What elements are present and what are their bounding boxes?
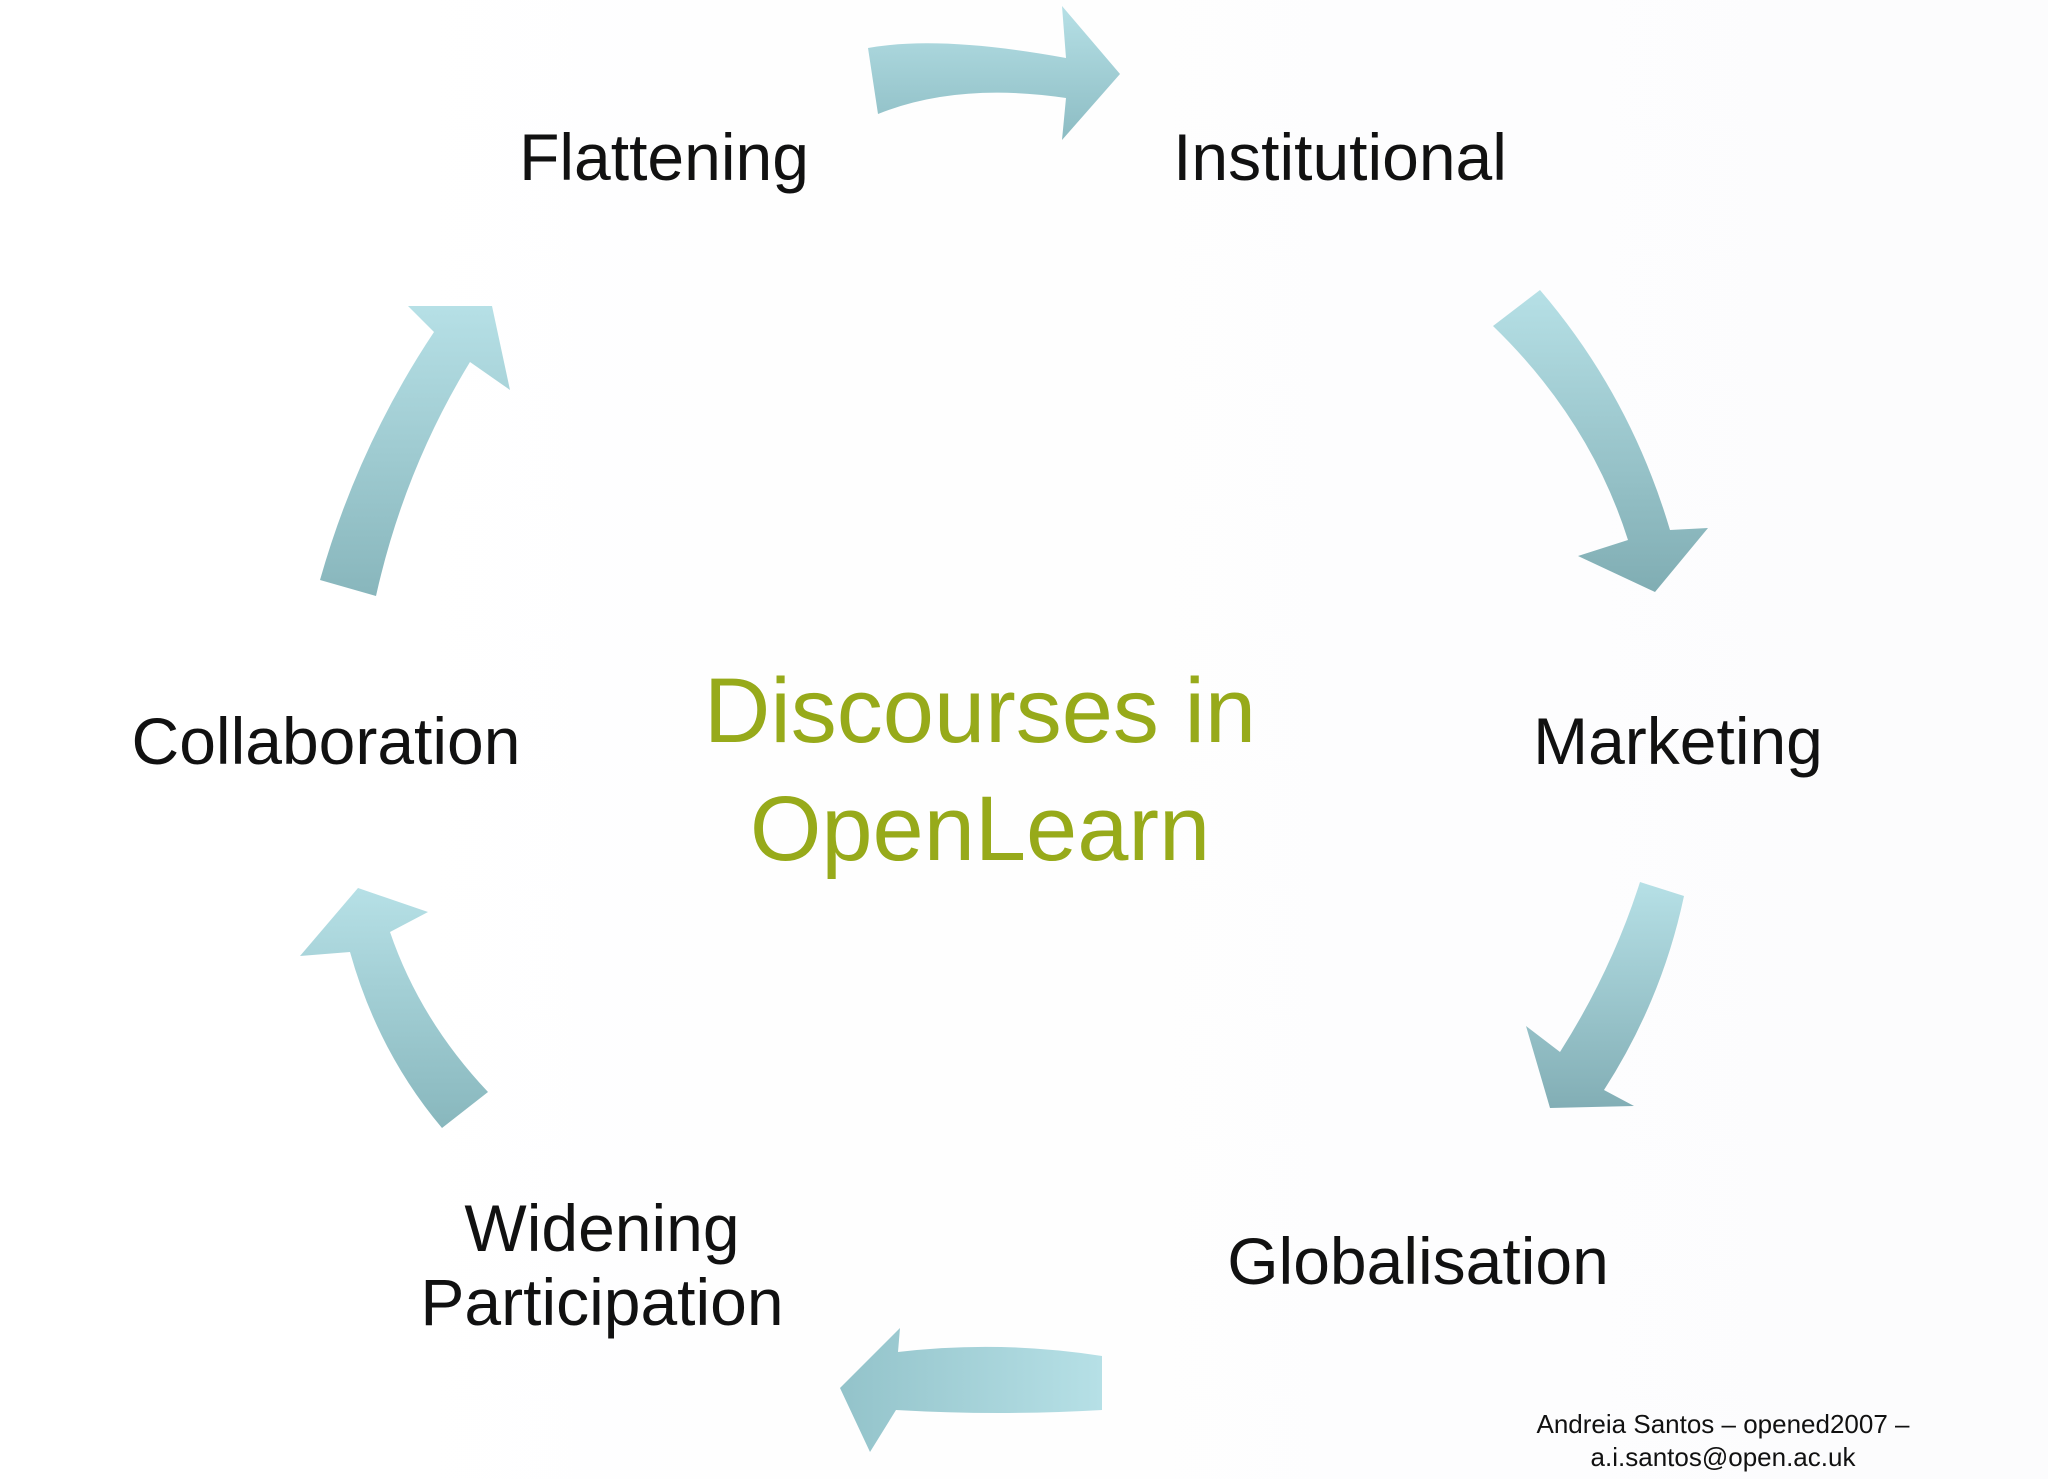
node-collaboration: Collaboration — [131, 704, 521, 778]
node-institutional: Institutional — [1173, 120, 1507, 194]
arrow-institutional-to-marketing — [1493, 290, 1708, 592]
center-title-line1: Discourses in — [703, 660, 1257, 762]
author-credit-line1: Andreia Santos – opened2007 – — [1536, 1409, 1910, 1439]
node-marketing: Marketing — [1533, 704, 1823, 778]
arrow-globalisation-to-widening — [840, 1328, 1102, 1452]
node-flattening: Flattening — [519, 120, 809, 194]
arrow-collaboration-to-flattening — [320, 306, 510, 596]
center-title: Discourses in OpenLearn — [704, 652, 1256, 888]
author-credit-line2: a.i.santos@open.ac.uk — [1590, 1442, 1856, 1472]
author-credit: Andreia Santos – opened2007 – a.i.santos… — [1537, 1408, 1910, 1474]
node-widening-participation: Widening Participation — [420, 1191, 783, 1339]
arrow-marketing-to-globalisation — [1526, 882, 1684, 1108]
node-widening-line1: Widening — [464, 1191, 740, 1265]
arrow-widening-to-collaboration — [300, 888, 488, 1128]
arrow-flattening-to-institutional — [868, 6, 1120, 140]
center-title-line2: OpenLearn — [749, 778, 1211, 880]
node-widening-line2: Participation — [420, 1265, 784, 1339]
node-globalisation: Globalisation — [1227, 1224, 1609, 1298]
